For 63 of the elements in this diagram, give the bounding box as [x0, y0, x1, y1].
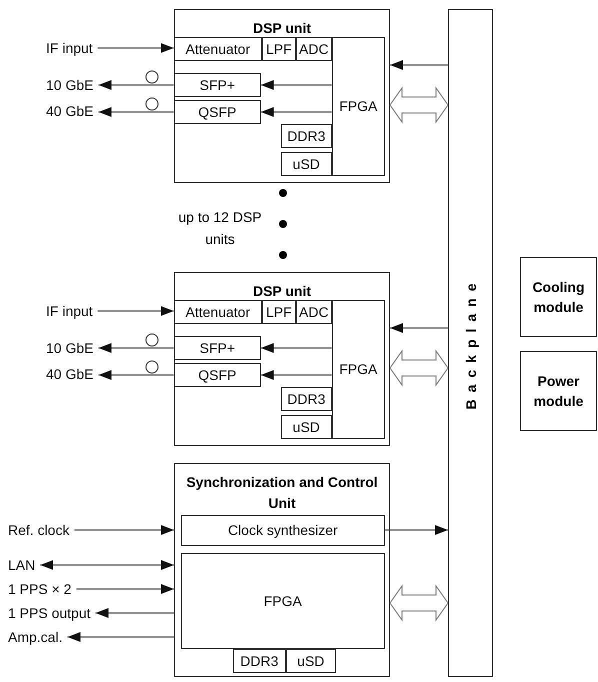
- arrow: [98, 370, 174, 380]
- arrow: [390, 60, 448, 70]
- component-box: QSFP: [174, 362, 261, 387]
- arrow: [390, 323, 448, 333]
- input-label: 1 PPS × 2: [8, 579, 72, 599]
- component-box: Attenuator: [174, 36, 262, 61]
- module-box: Cooling module: [520, 257, 597, 337]
- unit-box: [174, 272, 390, 446]
- bus-arrow: [389, 349, 449, 387]
- arrow: [260, 343, 332, 353]
- unit-title: DSP unit: [252, 19, 312, 38]
- arrow: [74, 525, 174, 535]
- component-box: uSD: [286, 648, 336, 673]
- unit-box: [174, 463, 390, 677]
- note-text: up to 12 DSP units: [177, 208, 263, 249]
- output-label: Amp.cal.: [8, 627, 62, 647]
- component-box: uSD: [280, 152, 332, 176]
- arrow: [76, 584, 174, 594]
- component-box: FPGA: [180, 552, 385, 649]
- component-box: FPGA: [332, 300, 385, 439]
- arrow: [384, 525, 448, 535]
- module-box: Power module: [520, 351, 597, 431]
- arrow: [260, 107, 332, 117]
- arrow: [96, 608, 174, 618]
- component-box: uSD: [280, 414, 332, 439]
- component-box: Clock synthesizer: [180, 514, 385, 546]
- component-box: DDR3: [280, 124, 332, 148]
- arrow: [98, 343, 174, 353]
- output-label: 40 GbE: [46, 363, 94, 385]
- arrow: [260, 370, 332, 380]
- unit-box: [174, 9, 390, 183]
- output-label: 10 GbE: [46, 75, 94, 95]
- component-box: DDR3: [232, 648, 286, 673]
- input-label: Ref. clock: [8, 520, 70, 540]
- bus-arrow: [389, 86, 449, 124]
- component-box: SFP+: [174, 72, 261, 97]
- arrow: [67, 632, 174, 642]
- output-label: 10 GbE: [46, 338, 94, 358]
- component-box: DDR3: [280, 386, 332, 411]
- unit-title: DSP unit: [252, 282, 312, 301]
- input-label: IF input: [46, 38, 93, 58]
- component-box: LPF: [262, 36, 296, 61]
- arrow: [98, 306, 174, 316]
- input-label: IF input: [46, 301, 93, 321]
- arrow: [98, 80, 174, 90]
- output-label: 40 GbE: [46, 100, 94, 122]
- backplane-bar: [448, 9, 493, 677]
- unit-title: Synchronization and Control Unit: [185, 473, 379, 513]
- component-box: SFP+: [174, 336, 261, 360]
- port-label: LAN: [8, 555, 36, 575]
- component-box: QSFP: [174, 100, 261, 124]
- component-box: ADC: [296, 36, 332, 61]
- backplane-label: Backplane: [462, 276, 478, 410]
- component-box: Attenuator: [174, 300, 262, 324]
- output-label: 1 PPS output: [8, 603, 91, 623]
- arrow: [98, 107, 174, 117]
- arrow: [98, 43, 174, 53]
- arrow: [260, 80, 332, 90]
- component-box: FPGA: [332, 36, 385, 176]
- component-box: LPF: [262, 300, 296, 324]
- component-box: ADC: [296, 300, 332, 324]
- arrow: [40, 560, 174, 570]
- bus-arrow: [389, 584, 449, 622]
